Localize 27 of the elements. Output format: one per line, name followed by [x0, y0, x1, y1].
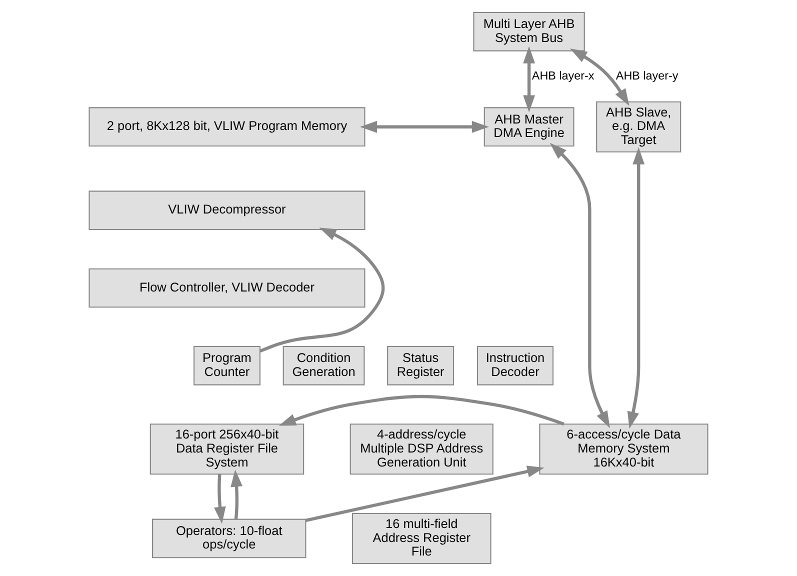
- arrow: [278, 394, 564, 426]
- edge-label: AHB layer-y: [616, 69, 678, 82]
- node-box: Flow Controller, VLIW Decoder: [88, 268, 366, 308]
- arrow: [260, 228, 385, 353]
- node-box: 2 port, 8Kx128 bit, VLIW Program Memory: [88, 107, 366, 147]
- node-box: VLIW Decompressor: [88, 190, 366, 230]
- node-box: Condition Generation: [282, 346, 365, 386]
- node-box: 4-address/cycle Multiple DSP Address Generation Unit: [350, 424, 494, 475]
- arrow: [550, 142, 610, 428]
- node-box: Instruction Decoder: [476, 346, 554, 386]
- node-box: 16-port 256x40-bit Data Register File System: [150, 424, 304, 475]
- arrow: [523, 46, 536, 112]
- arrow: [570, 48, 630, 106]
- node-box: Status Register: [387, 346, 454, 386]
- node-box: 16 multi-field Address Register File: [352, 512, 492, 564]
- arrow: [214, 474, 226, 524]
- node-box: Multi Layer AHB System Bus: [473, 12, 585, 52]
- node-box: AHB Master DMA Engine: [484, 107, 574, 147]
- node-box: AHB Slave, e.g. DMA Target: [596, 101, 682, 152]
- node-box: 6-access/cycle Data Memory System 16Kx40-bit: [539, 424, 708, 475]
- arrow: [305, 466, 544, 522]
- arrow: [360, 120, 489, 133]
- node-box: Operators: 10-float ops/cycle: [152, 518, 306, 558]
- edge-label: AHB layer-x: [532, 69, 594, 82]
- arrow: [627, 147, 645, 429]
- arrow: [230, 470, 243, 520]
- node-box: Program Counter: [193, 346, 260, 386]
